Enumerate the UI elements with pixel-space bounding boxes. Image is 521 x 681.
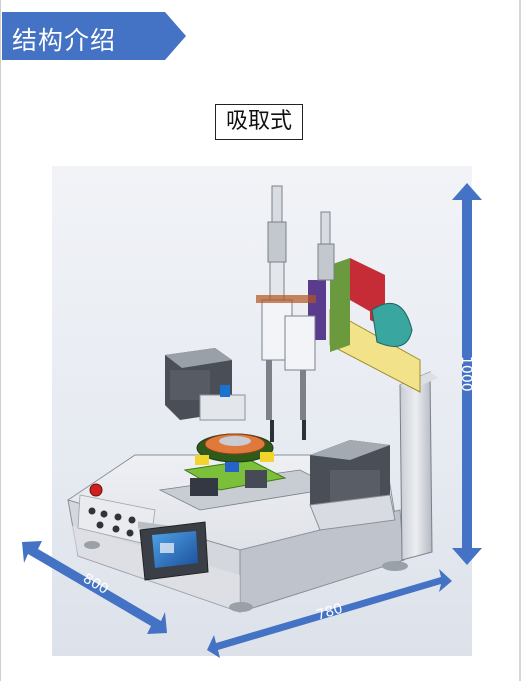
mode-label-box: 吸取式 bbox=[215, 104, 303, 140]
section-title: 结构介绍 bbox=[12, 26, 117, 55]
emergency-stop-button bbox=[89, 483, 103, 497]
section-title-banner: 结构介绍 bbox=[2, 12, 186, 60]
touchscreen bbox=[139, 521, 209, 581]
screwdriver-heads bbox=[256, 185, 335, 442]
width-dimension-arrow: 780 bbox=[207, 569, 452, 658]
width-dimension-label: 780 bbox=[314, 601, 344, 624]
height-dimension-arrow: 1000 bbox=[452, 183, 482, 565]
height-dimension-label: 1000 bbox=[458, 356, 474, 392]
work-fixture bbox=[158, 433, 337, 511]
page-right-border bbox=[519, 0, 521, 681]
page-left-border bbox=[0, 0, 1, 681]
left-screw-feeder bbox=[165, 348, 246, 421]
machine-feet bbox=[84, 541, 408, 612]
right-screw-feeder bbox=[309, 440, 396, 531]
